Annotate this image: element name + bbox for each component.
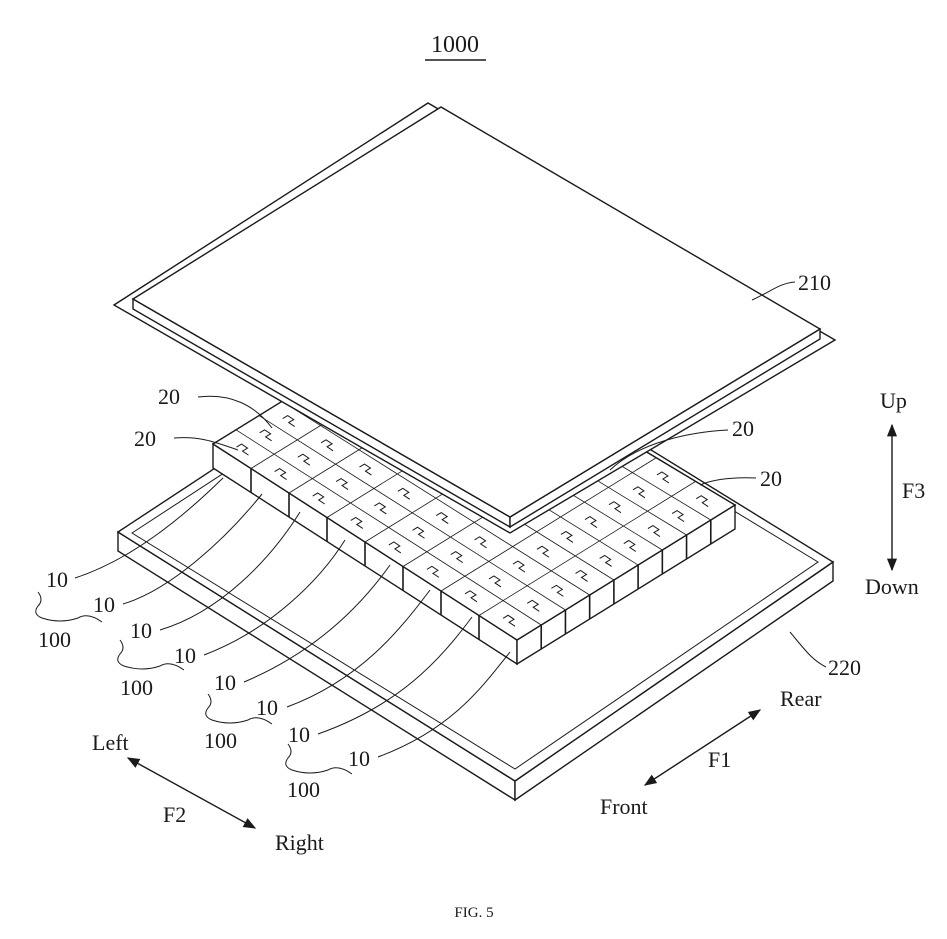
label-100-4: 100 [287,777,320,802]
label-10-5: 10 [214,670,236,695]
label-rear: Rear [780,686,822,711]
figure-caption: FIG. 5 [454,905,493,921]
label-down: Down [865,574,919,599]
label-10-3: 10 [130,618,152,643]
label-10-8: 10 [348,746,370,771]
leader-20-d [700,478,756,485]
label-10-7: 10 [288,722,310,747]
label-100-3: 100 [204,728,237,753]
label-left: Left [92,730,129,755]
label-10-2: 10 [93,592,115,617]
label-20-b: 20 [134,426,156,451]
label-220: 220 [828,655,861,680]
label-right: Right [275,830,324,855]
label-100-2: 100 [120,675,153,700]
arrow-f1 [645,710,760,785]
label-210: 210 [798,270,831,295]
label-100-1: 100 [38,627,71,652]
leader-210 [752,282,795,300]
label-10-4: 10 [174,643,196,668]
label-10-6: 10 [256,695,278,720]
label-f2: F2 [163,802,186,827]
arrow-f2 [128,758,255,828]
label-20-c: 20 [732,416,754,441]
label-20-a: 20 [158,384,180,409]
label-10-1: 10 [46,567,68,592]
figure-number-label: 1000 [431,32,479,58]
label-f1: F1 [708,747,731,772]
label-up: Up [880,388,907,413]
label-20-d: 20 [760,466,782,491]
leader-220 [790,632,826,667]
label-f3: F3 [902,478,925,503]
bracket-100-4 [286,744,352,774]
label-front: Front [600,794,648,819]
